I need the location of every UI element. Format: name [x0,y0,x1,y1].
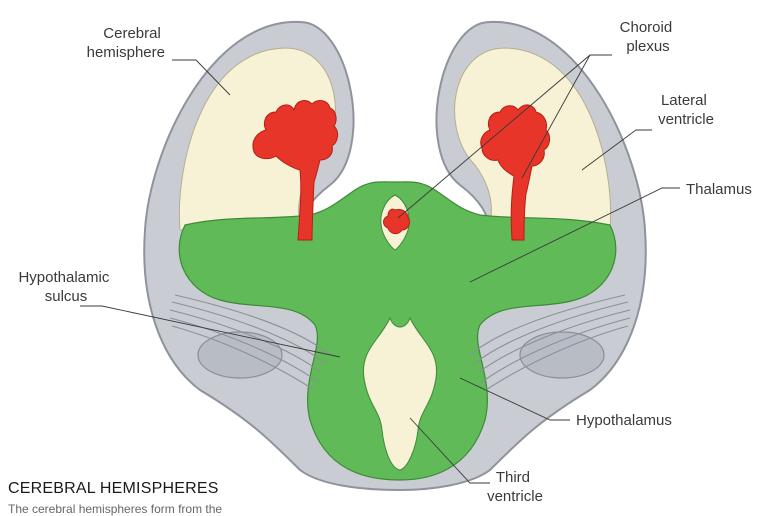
label-cerebral-hemisphere: Cerebral hemisphere [87,25,165,61]
label-lateral-ventricle: Lateral ventricle [658,92,714,128]
label-thalamus: Thalamus [686,181,752,198]
label-hypothalamus: Hypothalamus [576,412,672,429]
label-choroid-plexus: Choroid plexus [620,19,677,55]
label-hypothalamic-sulcus: Hypothalamic sulcus [18,269,113,305]
label-third-ventricle: Third ventricle [487,469,543,505]
right-ganglion [520,332,604,378]
caption-subtitle: The cerebral hemispheres form from the [8,502,222,516]
caption-title: CEREBRAL HEMISPHERES [8,480,219,498]
